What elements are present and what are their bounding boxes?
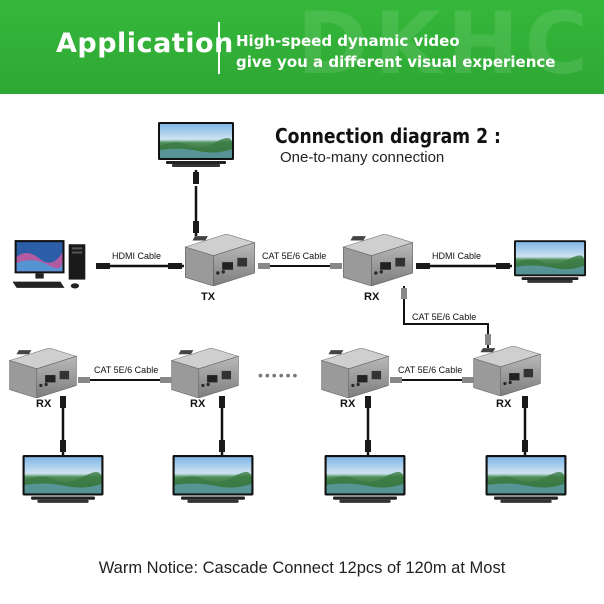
tv-display-3 [324, 455, 406, 503]
rj45-plug [160, 377, 172, 383]
hdmi-cable-label-pc: HDMI Cable [112, 251, 161, 261]
rx-extender-top [342, 234, 414, 286]
diagram-title: Connection diagram 2 : [275, 124, 501, 148]
banner-watermark: DKHC [296, 0, 594, 94]
rj45-plug [330, 263, 342, 269]
tv-display-top [158, 122, 234, 167]
tv-display-1 [22, 455, 104, 503]
hdmi-plug [496, 263, 510, 269]
hdmi-plug [416, 263, 430, 269]
banner-divider [218, 22, 220, 74]
tv-display-right [514, 240, 586, 283]
rx-extender-3 [321, 348, 389, 398]
cat-cable-label-top: CAT 5E/6 Cable [262, 251, 326, 261]
rx-label-4: RX [496, 398, 512, 410]
banner-title: Application [56, 28, 234, 59]
rx-label-3: RX [340, 398, 356, 410]
tv-display-4 [485, 455, 567, 503]
rx-label-1: RX [36, 398, 52, 410]
banner-subtitle-line1: High-speed dynamic video [236, 32, 460, 50]
tx-label: TX [201, 291, 216, 303]
hdmi-plug [193, 172, 199, 184]
rj45-plug [462, 377, 474, 383]
hdmi-plug [193, 221, 199, 233]
rx-label-top: RX [364, 291, 380, 303]
tx-extender [184, 234, 256, 286]
tv-display-2 [172, 455, 254, 503]
banner: DKHC Application High-speed dynamic vide… [0, 0, 604, 94]
cat-cable-label-cascade: CAT 5E/6 Cable [412, 312, 476, 322]
rj45-plug [401, 288, 407, 299]
rj45-plug [258, 263, 270, 269]
ellipsis-dots: •••••• [258, 367, 299, 383]
rx-extender-1 [9, 348, 77, 398]
rx-label-2: RX [190, 398, 206, 410]
rx-extender-4 [473, 346, 541, 396]
rj45-plug [390, 377, 402, 383]
banner-subtitle-line2: give you a different visual experience [236, 53, 556, 71]
rj45-plug [78, 377, 90, 383]
hdmi-plug [168, 263, 182, 269]
hdmi-plug [96, 263, 110, 269]
cat-cable-label-bottom-right: CAT 5E/6 Cable [398, 365, 462, 375]
hdmi-cable-label-right: HDMI Cable [432, 251, 481, 261]
rx-extender-2 [171, 348, 239, 398]
warm-notice: Warm Notice: Cascade Connect 12pcs of 12… [98, 559, 506, 577]
pc-source-icon [12, 240, 86, 289]
hdmi-cables-bottom [60, 396, 528, 456]
rj45-plug [485, 334, 491, 345]
cat-cable-label-bottom-left: CAT 5E/6 Cable [94, 365, 158, 375]
diagram-subtitle: One-to-many connection [280, 149, 445, 166]
